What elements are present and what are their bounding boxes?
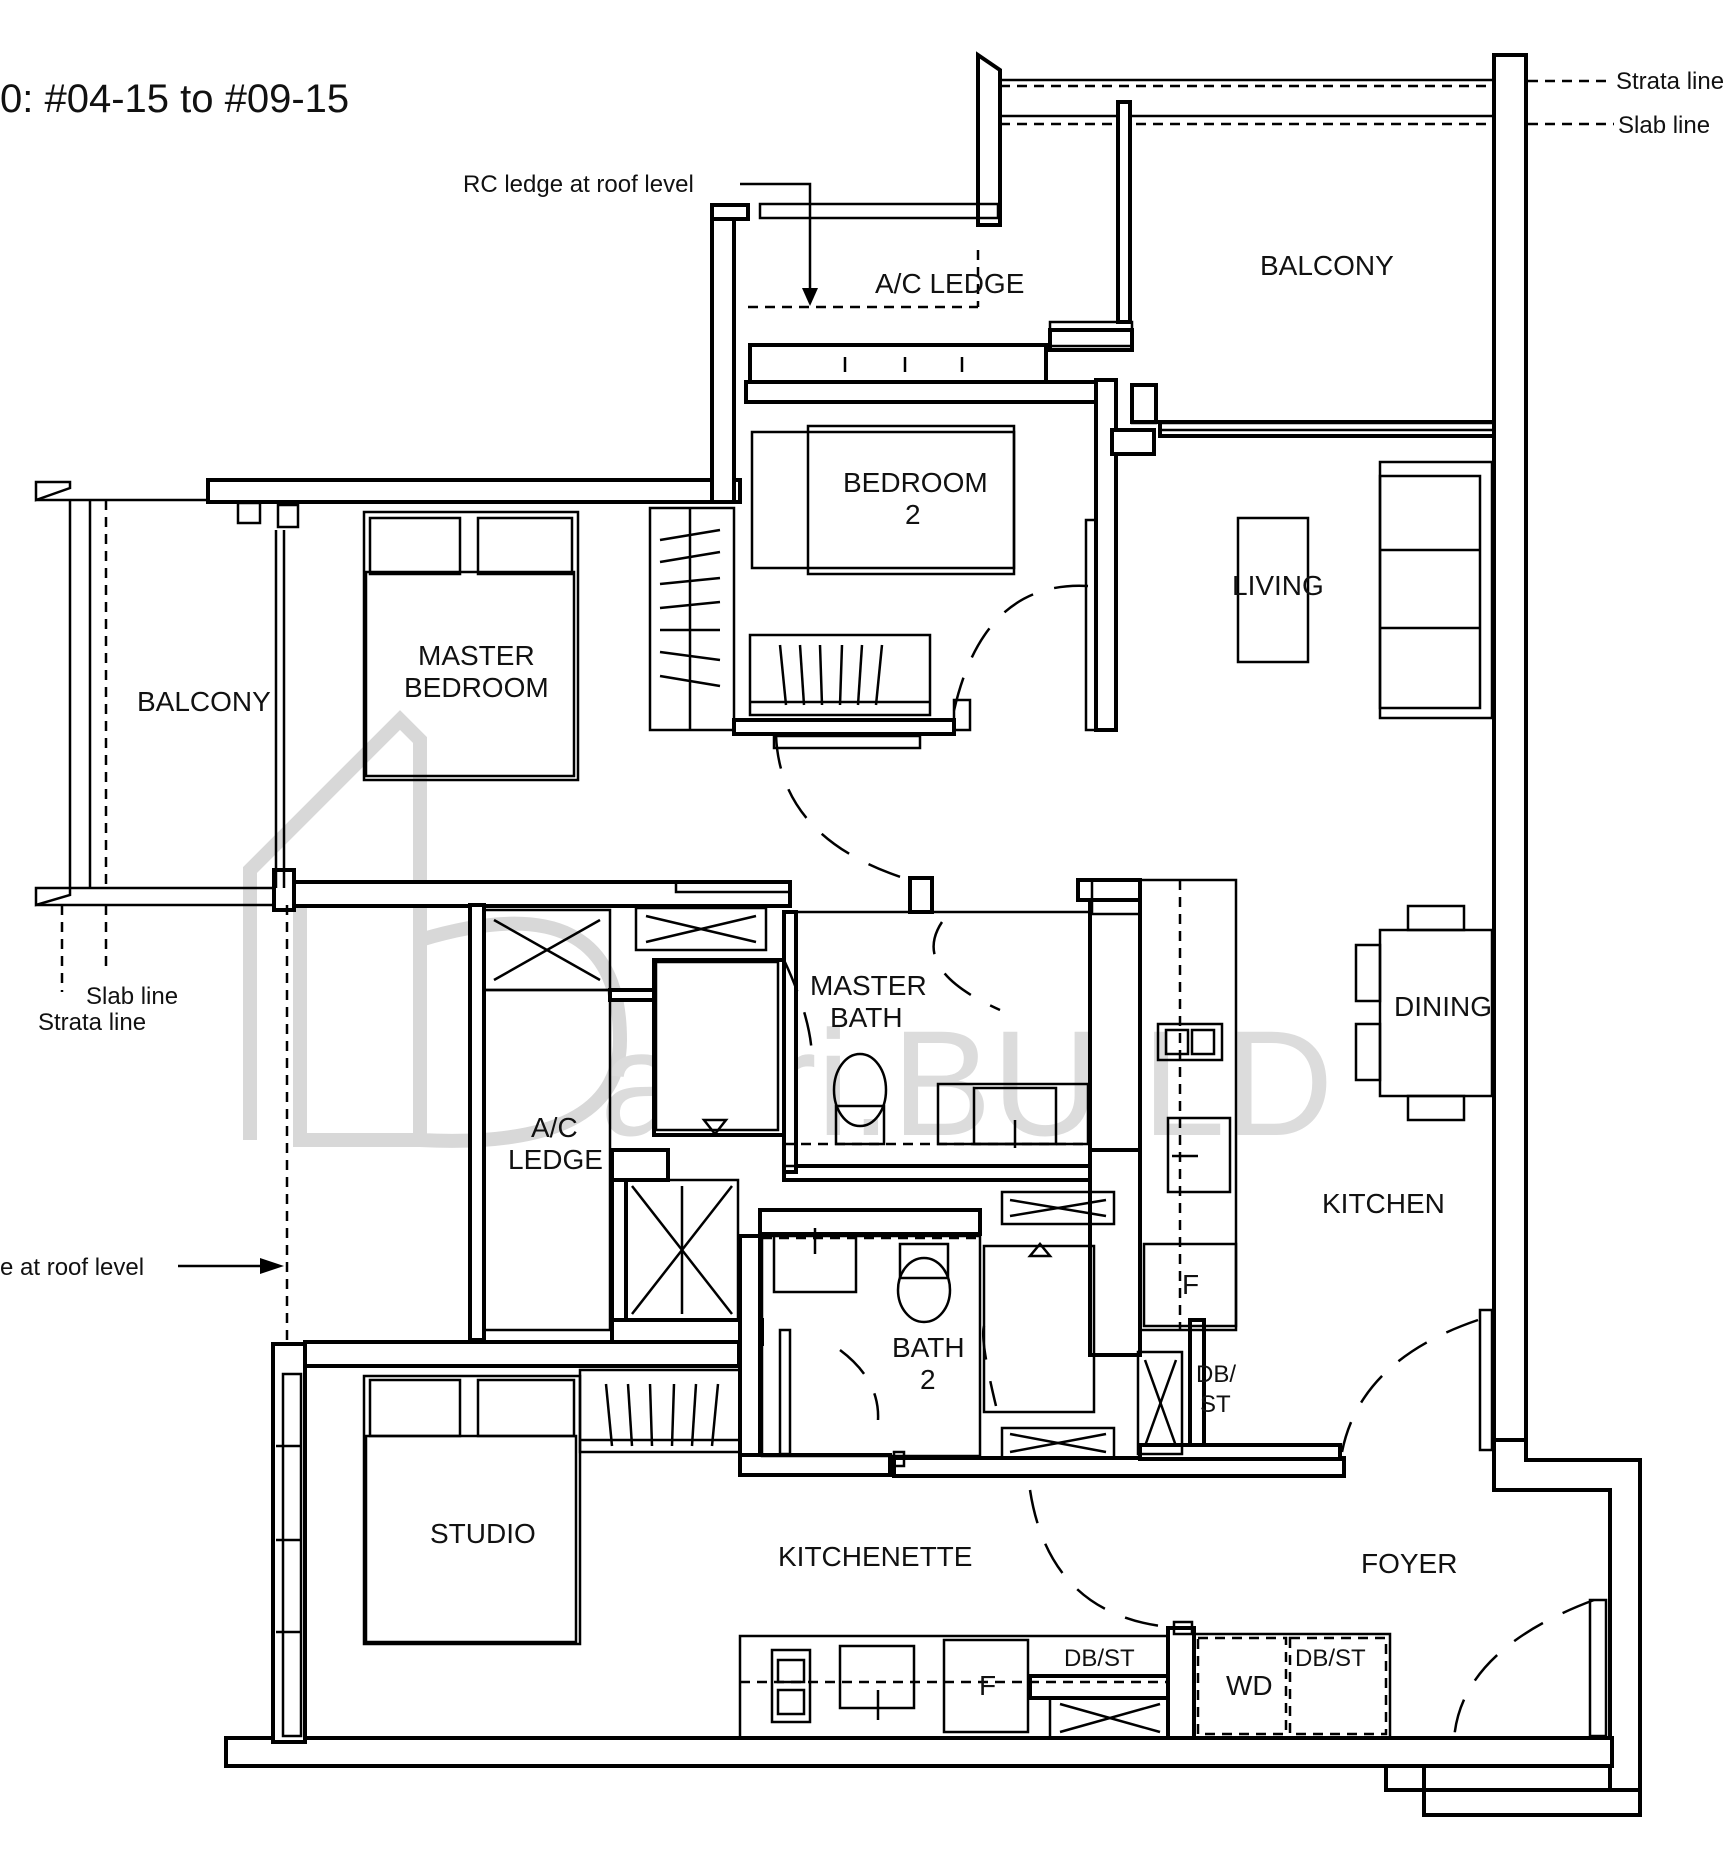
dining-label: DINING [1394,991,1492,1022]
kitchenette-label: KITCHENETTE [778,1541,972,1572]
rc-ledge-top-label: RC ledge at roof level [463,171,694,198]
strata-line-left-label: Strata line [38,1009,146,1036]
strata-slab-lines-top [1000,78,1614,126]
balcony-left-label: BALCONY [137,686,271,717]
rc-ledge-left-label: e at roof level [0,1254,144,1281]
studio-label: STUDIO [430,1518,536,1549]
master-bath-fixtures [634,878,1238,1332]
master-bath-label-1: MASTER [810,970,927,1001]
bedroom-2-label-2: 2 [905,499,921,530]
strata-line-top-label: Strata line [1616,68,1724,95]
bedroom-2-furniture [748,357,1098,732]
plan-title: 0: #04-15 to #09-15 [0,77,349,121]
db-st-kitchen-label-2: ST [1200,1391,1231,1418]
balcony-top-label: BALCONY [1260,250,1394,281]
kitchen-label: KITCHEN [1322,1188,1445,1219]
ac-ledge-top-label: A/C LEDGE [875,268,1024,299]
bath-2-label-2: 2 [920,1364,936,1395]
foyer-fixtures [1192,1598,1608,1741]
kitchenette-fridge-label: F [979,1670,996,1701]
db-st-kitchen-label-1: DB/ [1196,1361,1236,1388]
dining-furniture [1354,904,1494,1122]
db-st-bottom-right-label: DB/ST [1295,1645,1366,1672]
studio-furniture [276,1368,742,1738]
master-bedroom-label-2: BEDROOM [404,672,549,703]
slab-line-left-label: Slab line [86,983,178,1010]
balcony-left [34,480,300,1340]
master-bedroom-label-1: MASTER [418,640,535,671]
ac-ledge-mid-label-1: A/C [531,1112,578,1143]
rc-ledge-top-arrowhead [802,288,818,306]
master-bath-label-2: BATH [830,1002,903,1033]
balcony-top [1048,120,1492,432]
kitchen-fridge-label: F [1182,1269,1199,1300]
wd-label: WD [1226,1670,1273,1701]
rc-ledge-top-arrow [740,182,812,290]
living-furniture [1236,460,1494,720]
master-bedroom-furniture [362,506,922,894]
bath-2-label-1: BATH [892,1332,965,1363]
bedroom-2-label-1: BEDROOM [843,467,988,498]
slab-line-top-label: Slab line [1618,112,1710,139]
exterior-walls [206,51,1642,1817]
db-st-bottom-label: DB/ST [1064,1645,1135,1672]
rc-ledge-left-arrowhead [260,1258,284,1274]
kitchen-fixtures [1000,1022,1494,1456]
ac-ledge-mid [482,908,740,1332]
foyer-label: FOYER [1361,1548,1457,1579]
ac-ledge-top [748,202,1000,309]
bath-2-fixtures [760,1228,1116,1468]
kitchenette-fixtures [738,1489,1194,1740]
ac-ledge-mid-label-2: LEDGE [508,1144,603,1175]
living-label: LIVING [1232,570,1324,601]
